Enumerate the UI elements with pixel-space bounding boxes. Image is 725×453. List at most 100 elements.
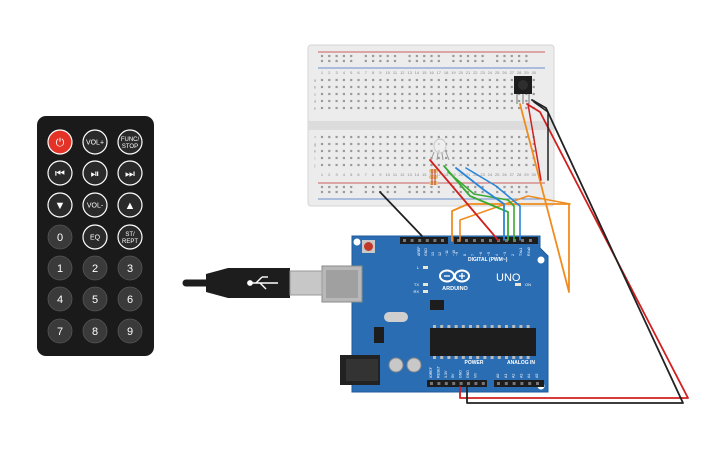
- breadboard-hole: [496, 54, 499, 58]
- remote-button-digit-4[interactable]: 4: [47, 286, 73, 312]
- remote-button-prev[interactable]: ⏮: [47, 160, 73, 186]
- breadboard-hole: [372, 78, 375, 82]
- breadboard-hole: [452, 92, 455, 96]
- remote-button-func-stop[interactable]: FUNC/STOP: [117, 129, 143, 155]
- remote-button-face[interactable]: [117, 129, 143, 155]
- remote-button-digit-5[interactable]: 5: [82, 286, 108, 312]
- remote-button-face[interactable]: [117, 160, 143, 186]
- remote-button-digit-9[interactable]: 9: [117, 318, 143, 344]
- remote-button-vol-up[interactable]: VOL+: [82, 129, 108, 155]
- pin-label: GND: [466, 370, 470, 378]
- remote-button-face[interactable]: [82, 160, 108, 186]
- remote-button-next[interactable]: ⏭: [117, 160, 143, 186]
- breadboard-hole: [430, 185, 433, 189]
- remote-button-face[interactable]: [117, 318, 143, 344]
- header-pin: [441, 239, 444, 242]
- remote-button-eq[interactable]: EQ: [82, 224, 108, 250]
- breadboard-column-number: 18: [444, 70, 449, 75]
- reset-button[interactable]: [364, 242, 373, 251]
- remote-button-digit-0[interactable]: 0: [47, 224, 73, 250]
- remote-button-face[interactable]: [117, 224, 143, 250]
- breadboard-hole: [401, 163, 404, 167]
- breadboard-hole: [430, 99, 433, 103]
- header-pin: [425, 239, 429, 242]
- remote-button-digit-1[interactable]: 1: [47, 255, 73, 281]
- breadboard-hole: [496, 149, 499, 153]
- breadboard-hole: [342, 149, 345, 153]
- remote-button-face[interactable]: [82, 224, 108, 250]
- remote-button-face[interactable]: [47, 129, 73, 155]
- remote-button-digit-6[interactable]: 6: [117, 286, 143, 312]
- header-pin: [437, 382, 441, 385]
- breadboard-holes: [320, 54, 535, 194]
- breadboard-hole: [430, 163, 433, 167]
- pin-label: AREF: [417, 246, 421, 256]
- analog-header-label: ANALOG IN: [507, 360, 535, 366]
- breadboard-hole: [401, 135, 404, 139]
- breadboard-hole: [532, 163, 535, 167]
- breadboard-hole: [350, 99, 353, 103]
- remote-button-face[interactable]: [82, 129, 108, 155]
- breadboard-hole: [496, 156, 499, 160]
- breadboard-column-number: 11: [393, 172, 398, 177]
- chip-pin: [433, 325, 436, 328]
- remote-button-face[interactable]: [82, 318, 108, 344]
- wire-blue-led-2: [465, 167, 521, 241]
- breadboard-hole: [350, 149, 353, 153]
- remote-button-face[interactable]: [47, 318, 73, 344]
- breadboard-hole: [335, 185, 338, 189]
- breadboard-hole: [510, 190, 513, 194]
- remote-button-face[interactable]: [82, 255, 108, 281]
- breadboard-column-number: 6: [357, 172, 360, 177]
- capacitor: [406, 357, 422, 373]
- breadboard-hole: [379, 99, 382, 103]
- remote-button-face[interactable]: [117, 255, 143, 281]
- breadboard-hole: [379, 85, 382, 89]
- breadboard-hole: [437, 190, 440, 194]
- remote-button-face[interactable]: [47, 255, 73, 281]
- remote-button-face[interactable]: [47, 224, 73, 250]
- remote-button-st-rept[interactable]: ST/REPT: [117, 224, 143, 250]
- remote-button-down[interactable]: ▼: [47, 192, 73, 218]
- remote-button-digit-2[interactable]: 2: [82, 255, 108, 281]
- breadboard-column-number: 14: [415, 70, 420, 75]
- remote-button-power[interactable]: ⏻: [47, 129, 73, 155]
- mount-hole: [537, 256, 545, 264]
- breadboard-column-number: 14: [415, 172, 420, 177]
- breadboard-hole: [350, 142, 353, 146]
- breadboard-hole: [496, 78, 499, 82]
- remote-button-face[interactable]: [47, 192, 73, 218]
- remote-button-digit-7[interactable]: 7: [47, 318, 73, 344]
- breadboard-hole: [342, 78, 345, 82]
- remote-button-vol-down[interactable]: VOL-: [82, 192, 108, 218]
- breadboard-hole: [350, 106, 353, 110]
- breadboard-hole: [393, 142, 397, 146]
- chip-pin: [433, 356, 436, 359]
- breadboard-hole: [386, 54, 389, 58]
- remote-button-label: VOL+: [86, 139, 104, 146]
- next-icon: ⏭: [125, 168, 135, 180]
- breadboard-hole: [510, 163, 513, 167]
- remote-button-play-pause[interactable]: ⏯: [82, 160, 108, 186]
- remote-button-digit-8[interactable]: 8: [82, 318, 108, 344]
- remote-button-digit-3[interactable]: 3: [117, 255, 143, 281]
- arduino-model: UNO: [496, 272, 521, 284]
- remote-button-face[interactable]: [47, 160, 73, 186]
- remote-button-face[interactable]: [117, 192, 143, 218]
- remote-button-face[interactable]: [47, 286, 73, 312]
- breadboard-hole: [372, 185, 375, 189]
- remote-button-face[interactable]: [117, 286, 143, 312]
- breadboard-hole: [342, 163, 345, 167]
- breadboard-column-number: 20: [458, 172, 463, 177]
- breadboard-hole: [386, 190, 389, 194]
- breadboard-hole: [423, 106, 426, 110]
- remote-button-face[interactable]: [82, 286, 108, 312]
- breadboard-column-number: 10: [385, 172, 390, 177]
- remote-button-up[interactable]: ▲: [117, 192, 143, 218]
- breadboard-hole: [379, 156, 382, 160]
- header-pin: [457, 239, 460, 242]
- breadboard-hole: [503, 85, 506, 89]
- remote-button-face[interactable]: [82, 192, 108, 218]
- breadboard-hole: [350, 135, 353, 139]
